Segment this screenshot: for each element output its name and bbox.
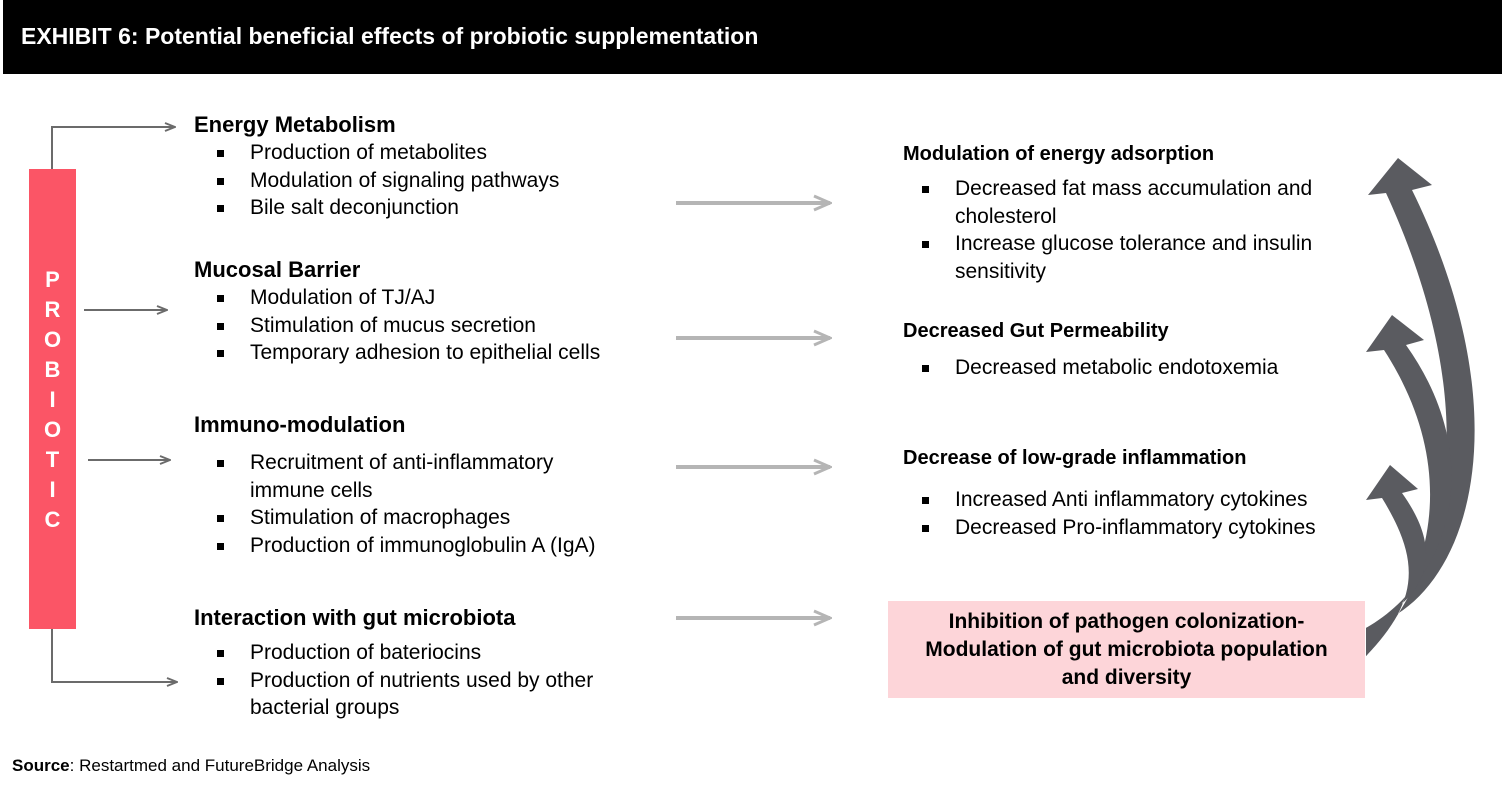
probiotic-letter: P (45, 267, 60, 292)
section-gut-microbiota: Interaction with gut microbiota Producti… (194, 604, 593, 722)
bullet-item: Production of metabolites (194, 139, 559, 167)
source-text: : Restartmed and FutureBridge Analysis (69, 756, 371, 775)
bullet-item: Production of immunoglobulin A (IgA) (194, 532, 596, 560)
connector-gut-microbiota (51, 629, 177, 682)
curved-arrow-to-inflammation (1366, 465, 1427, 656)
bullet-item: Stimulation of mucus secretion (194, 312, 600, 340)
pathogen-inhibition-box: Inhibition of pathogen colonization- Mod… (888, 601, 1365, 698)
bullet-item: Decreased fat mass accumulation and chol… (899, 175, 1312, 230)
probiotic-bar: P R O B I O T I C (29, 169, 76, 629)
section-title: Interaction with gut microbiota (194, 605, 516, 630)
outcome-gut-permeability: Decreased Gut Permeability Decreased met… (903, 318, 1278, 382)
section-title: Mucosal Barrier (194, 257, 361, 282)
exhibit-header: EXHIBIT 6: Potential beneficial effects … (3, 0, 1502, 74)
bullet-item: Recruitment of anti-inflammatory immune … (194, 449, 596, 504)
probiotic-letter: B (44, 357, 61, 382)
probiotic-letter: O (43, 327, 62, 352)
probiotic-letter: C (44, 507, 61, 532)
probiotic-letter: O (43, 417, 62, 442)
outcome-energy-adsorption: Modulation of energy adsorption Decrease… (903, 141, 1312, 285)
probiotic-letter: I (49, 387, 56, 412)
section-energy-metabolism: Energy Metabolism Production of metaboli… (194, 111, 559, 222)
exhibit-title: EXHIBIT 6: Potential beneficial effects … (21, 23, 759, 49)
source-label: Source (12, 756, 70, 775)
bullet-item: Modulation of signaling pathways (194, 167, 559, 195)
bullet-item: Increase glucose tolerance and insulin s… (899, 230, 1312, 285)
bullet-item: Modulation of TJ/AJ (194, 284, 600, 312)
outcome-title: Modulation of energy adsorption (903, 143, 1215, 165)
outcome-low-grade-inflammation: Decrease of low-grade inflammation Incre… (903, 445, 1316, 541)
probiotic-letter: T (45, 447, 60, 472)
section-mucosal-barrier: Mucosal Barrier Modulation of TJ/AJ Stim… (194, 256, 600, 367)
section-title: Immuno-modulation (194, 412, 406, 437)
curved-arrow-to-permeability (1366, 315, 1452, 656)
outcome-title: Decrease of low-grade inflammation (903, 447, 1247, 469)
bullet-item: Decreased Pro-inflammatory cytokines (899, 514, 1316, 542)
bullet-item: Stimulation of macrophages (194, 504, 596, 532)
bullet-item: Bile salt deconjunction (194, 194, 559, 222)
section-title: Energy Metabolism (194, 112, 396, 137)
bullet-item: Production of nutrients used by other ba… (194, 667, 593, 722)
probiotic-letter: I (49, 477, 56, 502)
outcome-title: Decreased Gut Permeability (903, 320, 1169, 342)
connector-energy-metabolism (51, 127, 175, 169)
section-immuno-modulation: Immuno-modulation Recruitment of anti-in… (194, 411, 596, 559)
source-note: Source: Restartmed and FutureBridge Anal… (12, 756, 370, 776)
curved-arrow-to-energy (1366, 158, 1475, 656)
bullet-item: Temporary adhesion to epithelial cells (194, 339, 600, 367)
pathogen-inhibition-text: Inhibition of pathogen colonization- Mod… (925, 609, 1328, 689)
bullet-item: Production of bateriocins (194, 639, 593, 667)
probiotic-letter: R (44, 297, 61, 322)
bullet-item: Decreased metabolic endotoxemia (899, 354, 1278, 382)
bullet-item: Increased Anti inflammatory cytokines (899, 486, 1316, 514)
